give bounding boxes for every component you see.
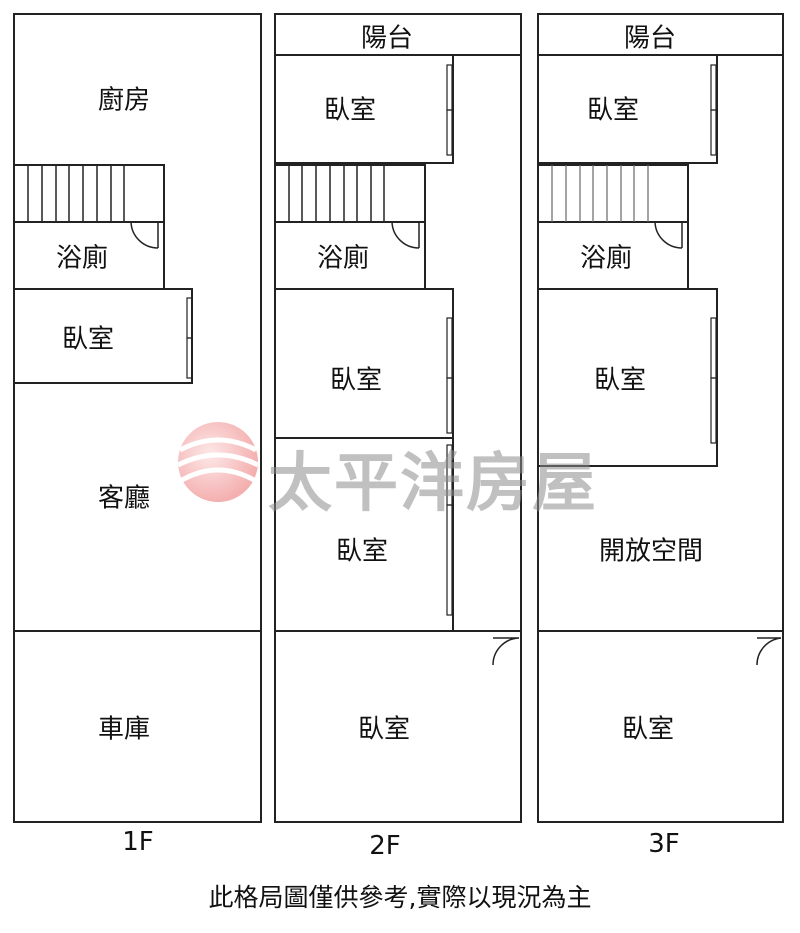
room-bedroom: 臥室	[357, 714, 411, 745]
room-balcony: 陽台	[623, 23, 677, 54]
room-bedroom: 臥室	[61, 324, 115, 355]
room-bathroom: 浴廁	[55, 243, 109, 274]
watermark-logo-icon	[176, 422, 260, 502]
disclaimer-note: 此格局圖僅供參考,實際以現況為主	[208, 883, 592, 912]
floor-label-3f: 3F	[648, 829, 680, 859]
watermark-text: 太平洋房屋	[268, 446, 598, 521]
floor-label-1f: 1F	[122, 827, 154, 857]
room-bedroom: 臥室	[586, 95, 640, 126]
floor-label-2f: 2F	[369, 831, 401, 861]
room-kitchen: 廚房	[97, 85, 151, 116]
room-balcony: 陽台	[360, 23, 414, 54]
room-bedroom: 臥室	[329, 365, 383, 396]
room-bedroom: 臥室	[335, 536, 389, 567]
room-bathroom: 浴廁	[316, 243, 370, 274]
room-living: 客廳	[97, 483, 151, 514]
room-bathroom: 浴廁	[579, 243, 633, 274]
room-bedroom: 臥室	[323, 95, 377, 126]
room-bedroom: 臥室	[621, 714, 675, 745]
room-garage: 車庫	[97, 714, 151, 745]
room-bedroom: 臥室	[593, 365, 647, 396]
room-open-space: 開放空間	[598, 536, 704, 567]
